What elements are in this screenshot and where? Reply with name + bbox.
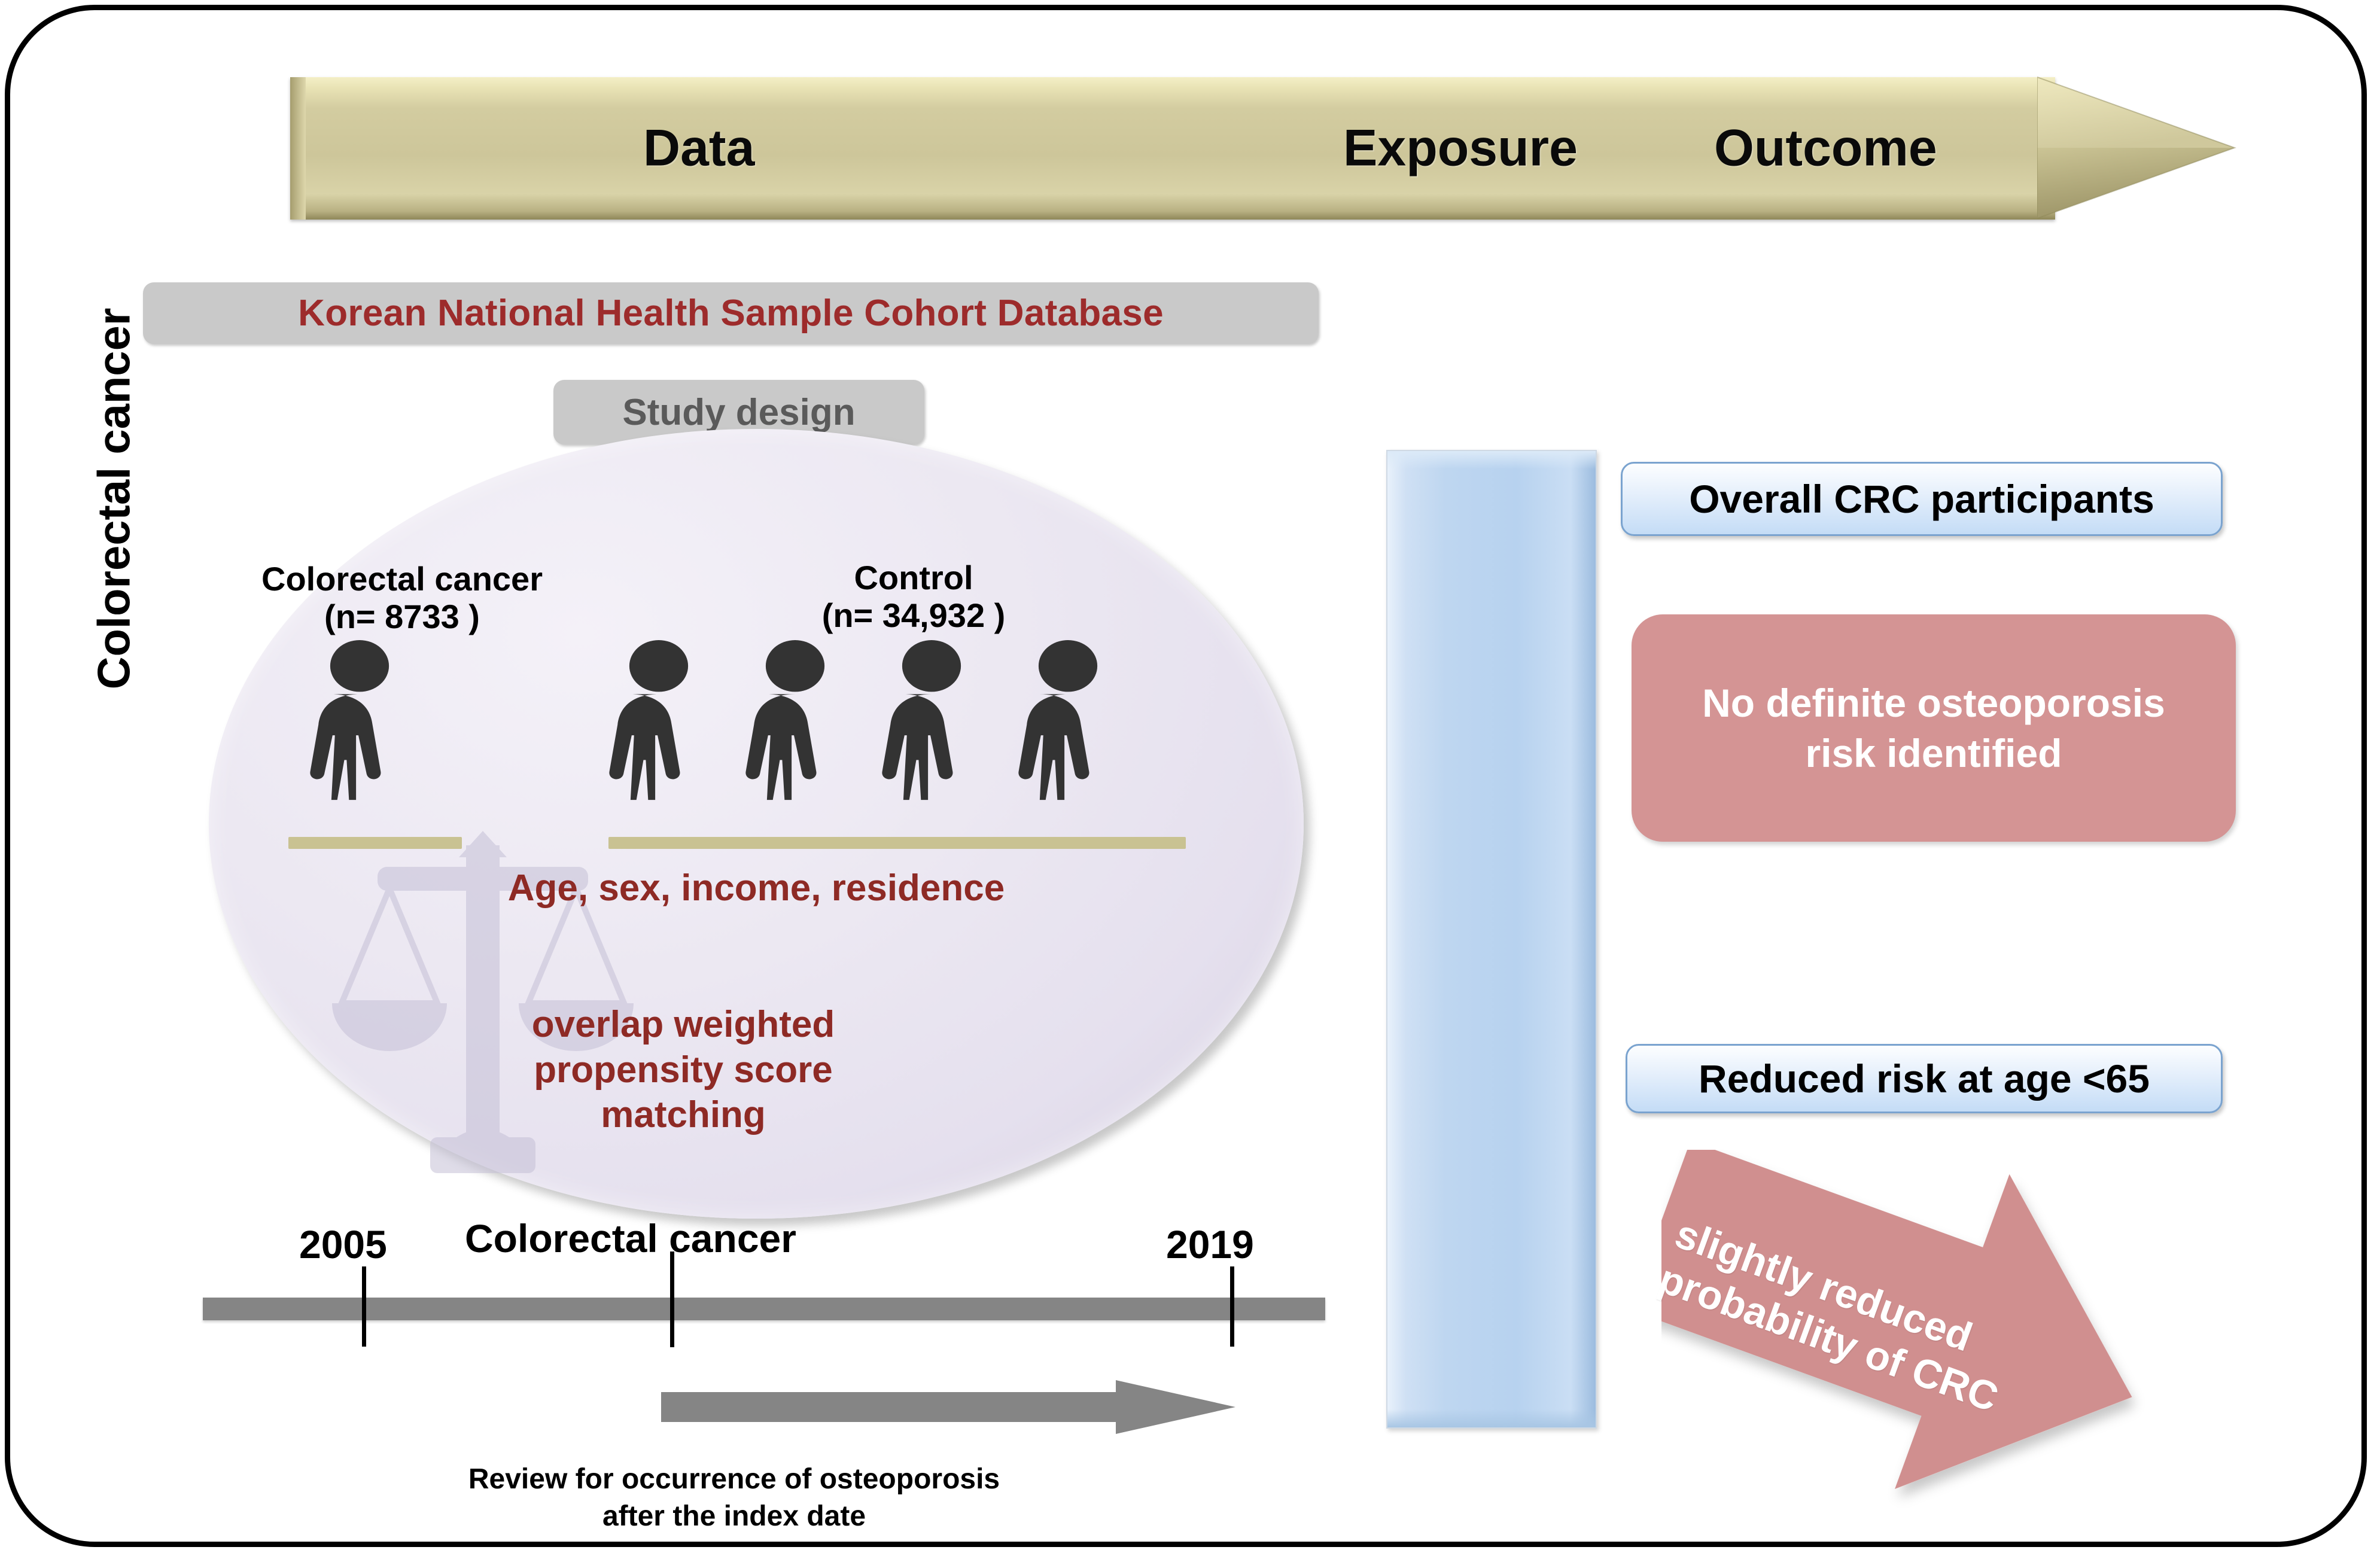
control-group-title-block: Control (n= 34,932 ) — [782, 559, 1045, 634]
balance-scale-icon — [332, 831, 634, 1173]
reduced-risk-box[interactable]: Reduced risk at age <65 — [1626, 1044, 2223, 1113]
timeline-caption: Review for occurrence of osteoporosis aft… — [309, 1461, 1159, 1536]
timeline-tick-start — [362, 1266, 366, 1347]
database-chip-label: Korean National Health Sample Cohort Dat… — [298, 293, 1164, 334]
timeline-tick-event — [670, 1252, 674, 1347]
control-group-title: Control — [854, 559, 973, 596]
text-line: after the index date — [602, 1500, 866, 1533]
person-icon — [745, 640, 825, 800]
matching-variables-text: Age, sex, income, residence — [507, 867, 1005, 909]
banner-label-outcome: Outcome — [1714, 119, 1937, 177]
database-chip: Korean National Health Sample Cohort Dat… — [143, 282, 1319, 344]
banner-label-exposure: Exposure — [1343, 119, 1578, 177]
control-balance-bar — [608, 837, 1186, 849]
study-design-chip-label: Study design — [622, 391, 856, 433]
no-osteoporosis-risk-label: No definite osteoporosis risk identified — [1702, 678, 2165, 779]
flow-banner-arrow: Data Exposure Outcome — [290, 76, 2247, 220]
banner-shaft — [290, 77, 2055, 220]
control-group-count: (n= 34,932 ) — [821, 596, 1006, 634]
banner-label-data: Data — [643, 119, 755, 177]
outcome-vertical-bar-label: Colorectal cancer — [89, 307, 140, 689]
control-people-group — [588, 640, 1133, 805]
timeline-tick-end — [1230, 1266, 1234, 1347]
outcome-vertical-bar — [1386, 450, 1597, 1429]
person-icon — [609, 640, 689, 800]
text-line: Review for occurrence of osteoporosis — [468, 1463, 1000, 1495]
no-osteoporosis-risk-box: No definite osteoporosis risk identified — [1632, 614, 2236, 842]
person-icon — [310, 640, 389, 800]
followup-arrow-icon — [661, 1380, 1235, 1434]
case-people-group — [288, 640, 425, 805]
text-line: overlap weighted — [531, 1004, 835, 1045]
timeline-label-end: 2019 — [1166, 1222, 1254, 1266]
case-balance-bar — [288, 837, 462, 849]
overall-participants-label: Overall CRC participants — [1689, 477, 2154, 521]
text-line: matching — [601, 1094, 766, 1136]
diagram-frame: Data Exposure Outcome Korean National He… — [5, 5, 2367, 1547]
text-line: propensity score — [534, 1049, 833, 1091]
reduced-probability-arrow-icon — [1661, 1150, 2132, 1489]
timeline-label-start: 2005 — [299, 1222, 387, 1266]
reduced-risk-label: Reduced risk at age <65 — [1699, 1056, 2150, 1101]
study-design-ellipse — [209, 429, 1304, 1219]
text-line: risk identified — [1805, 731, 2062, 775]
case-group-count: (n= 8733 ) — [324, 597, 480, 635]
overall-participants-box[interactable]: Overall CRC participants — [1621, 462, 2223, 536]
banner-arrowhead-icon — [2037, 76, 2236, 220]
person-icon — [882, 640, 961, 800]
timeline-label-event: Colorectal cancer — [465, 1216, 796, 1260]
case-group-title: Colorectal cancer — [261, 560, 543, 598]
outcome-vertical-bar-label-wrap: Colorectal cancer — [10, 10, 218, 986]
timeline-bar — [203, 1298, 1325, 1320]
person-icon — [1018, 640, 1098, 800]
case-group-title-block: Colorectal cancer (n= 8733 ) — [244, 560, 561, 635]
text-line: No definite osteoporosis — [1702, 680, 2165, 725]
